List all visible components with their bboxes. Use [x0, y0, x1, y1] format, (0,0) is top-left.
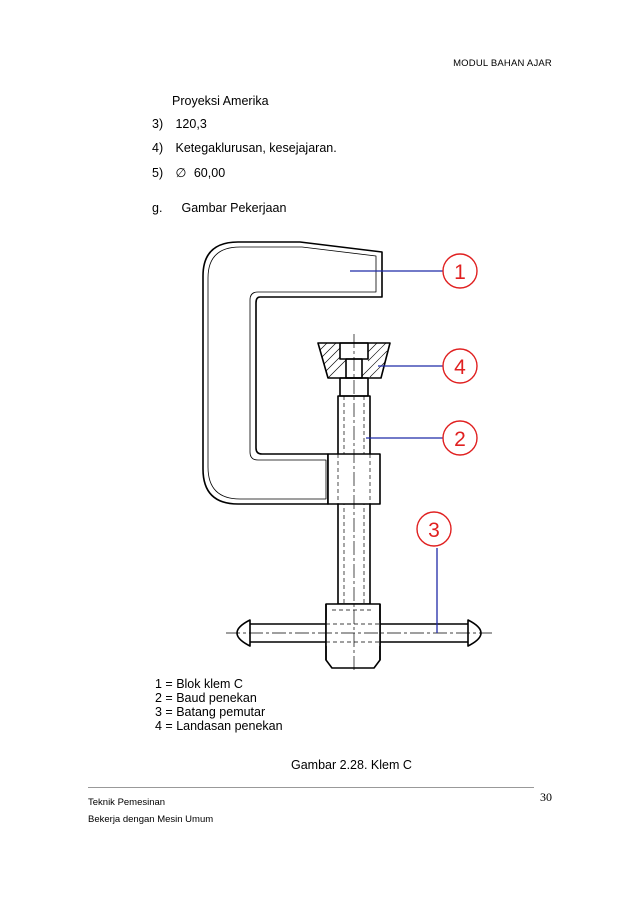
legend-item: 2 = Baud penekan: [155, 691, 257, 705]
answer-item: 5) ∅ 60,00: [152, 165, 225, 180]
callout-number: 1: [454, 261, 466, 284]
answer-text: 60,00: [193, 166, 226, 180]
answer-text: 120,3: [175, 117, 207, 131]
callout-balloon-1: [442, 253, 478, 289]
legend-item: 1 = Blok klem C: [155, 677, 243, 691]
answer-text: Ketegaklurusan, kesejajaran.: [175, 141, 337, 155]
section-heading: g. Gambar Pekerjaan: [152, 201, 286, 215]
callout-balloon-3: [416, 511, 452, 547]
answer-continuation: Proyeksi Amerika: [172, 94, 269, 108]
answer-item: 4) Ketegaklurusan, kesejajaran.: [152, 141, 337, 155]
section-title: Gambar Pekerjaan: [181, 201, 287, 215]
answer-number: 4): [152, 141, 164, 155]
answer-number: 3): [152, 117, 164, 131]
legend-item: 3 = Batang pemutar: [155, 705, 266, 719]
footer-line: Bekerja dengan Mesin Umum: [88, 814, 214, 825]
callout-number: 4: [454, 356, 466, 379]
callout-number: 3: [428, 519, 440, 542]
answer-number: 5): [152, 166, 164, 180]
figure-caption: Gambar 2.28. Klem C: [291, 758, 412, 772]
diameter-symbol: ∅: [175, 166, 187, 180]
callout-balloon-2: [442, 420, 478, 456]
answer-item: 3) 120,3: [152, 117, 207, 131]
footer-line: Teknik Pemesinan: [88, 797, 166, 808]
callout-number: 2: [454, 428, 466, 451]
module-header: MODUL BAHAN AJAR: [453, 58, 552, 69]
pad-hatching: [319, 342, 388, 379]
c-frame-inner-line: [207, 246, 377, 500]
legend-item: 4 = Landasan penekan: [155, 719, 283, 733]
footer-divider: [88, 787, 534, 788]
page-number: 30: [540, 790, 552, 804]
callout-balloon-4: [442, 348, 478, 384]
section-letter: g.: [152, 201, 163, 215]
